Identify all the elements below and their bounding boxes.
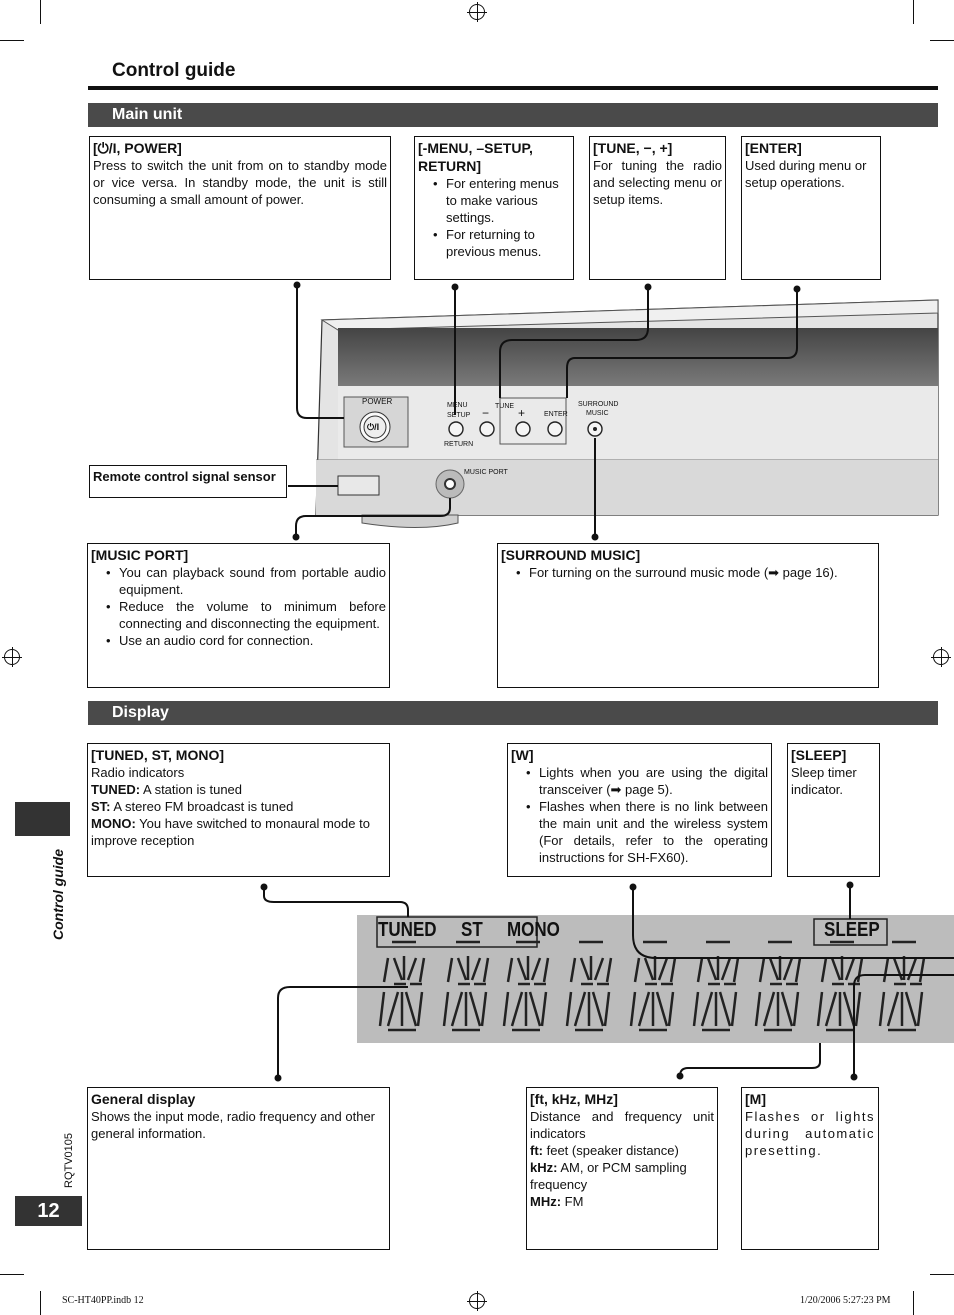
sleep-title: [SLEEP] <box>791 747 847 763</box>
lcd-tuned-indicator: TUNED <box>378 919 437 941</box>
tuned-line: MONO: You have switched to monaural mode… <box>91 816 370 848</box>
music-port-box: [MUSIC PORT] You can playback sound from… <box>87 543 390 688</box>
units-title: [ft, kHz, MHz] <box>530 1091 618 1107</box>
surround-item: For turning on the surround music mode (… <box>516 564 875 581</box>
lcd-digit-segment <box>629 940 677 1032</box>
lcd-digit-segment <box>878 940 926 1032</box>
title-rule <box>88 86 938 90</box>
document-code: RQTV0105 <box>63 1132 75 1188</box>
sensor-title: Remote control signal sensor <box>93 469 276 484</box>
section-heading-main-unit: Main unit <box>88 103 938 127</box>
lcd-digit-segment <box>378 940 426 1032</box>
enter-box: [ENTER] Used during menu or setup operat… <box>741 136 881 280</box>
enter-button[interactable]: ENTER <box>544 411 568 418</box>
registration-mark-icon <box>931 647 951 667</box>
general-display-box: General display Shows the input mode, ra… <box>87 1087 390 1250</box>
power-title: [⏻/I, POWER] <box>93 140 182 156</box>
music-port-item: Use an audio cord for connection. <box>106 632 386 649</box>
menu-item: For entering menus to make various setti… <box>433 175 570 226</box>
music-port-item: You can playback sound from portable aud… <box>106 564 386 598</box>
lcd-st-indicator: ST <box>461 919 483 941</box>
registration-mark-icon <box>2 647 22 667</box>
power-button[interactable]: ⏻/I <box>367 422 380 432</box>
menu-item: For returning to previous menus. <box>433 226 570 260</box>
tuned-line: Radio indicators <box>91 765 185 780</box>
tune-label: TUNE <box>495 403 515 410</box>
lcd-digit-segment <box>754 940 802 1032</box>
general-text: Shows the input mode, radio frequency an… <box>91 1109 376 1141</box>
power-box: [⏻/I, POWER] Press to switch the unit fr… <box>89 136 391 280</box>
general-title: General display <box>91 1091 196 1107</box>
side-tab <box>15 802 70 836</box>
sensor-box: Remote control signal sensor <box>89 465 287 498</box>
registration-mark-icon <box>467 1291 487 1311</box>
enter-title: [ENTER] <box>745 140 802 156</box>
units-line: MHz: FM <box>530 1194 584 1209</box>
sleep-box: [SLEEP] Sleep timer indicator. <box>787 743 880 877</box>
m-text: Flashes or lights during automatic prese… <box>745 1109 875 1158</box>
tune-title: [TUNE, −, +] <box>593 140 673 156</box>
lcd-digit-segment <box>502 940 550 1032</box>
return-label: RETURN <box>444 441 474 448</box>
tune-plus-button[interactable]: + <box>518 406 526 420</box>
section-heading-display: Display <box>88 701 938 725</box>
power-text: Press to switch the unit from on to stan… <box>93 158 387 207</box>
tune-minus-button[interactable]: − <box>482 406 490 420</box>
surround-music-label: MUSIC <box>586 410 609 417</box>
enter-text: Used during menu or setup operations. <box>745 158 867 190</box>
m-title: [M] <box>745 1091 766 1107</box>
lcd-display-illustration <box>260 881 954 1082</box>
m-box: [M] Flashes or lights during automatic p… <box>741 1087 879 1250</box>
lcd-digit-segment <box>442 940 490 1032</box>
w-box: [W] Lights when you are using the digita… <box>507 743 772 877</box>
tune-text: For tuning the radio and selecting menu … <box>593 158 722 207</box>
tuned-line: TUNED: A station is tuned <box>91 782 243 797</box>
setup-label: SETUP <box>447 412 471 419</box>
menu-title: [-MENU, –SETUP, RETURN] <box>418 140 533 174</box>
tune-box: [TUNE, −, +] For tuning the radio and se… <box>589 136 726 280</box>
units-line: kHz: AM, or PCM sampling frequency <box>530 1160 687 1192</box>
page-number: 12 <box>15 1196 82 1226</box>
surround-label: SURROUND <box>578 401 619 408</box>
tuned-title: [TUNED, ST, MONO] <box>91 747 224 763</box>
menu-label: MENU <box>447 402 468 409</box>
surround-title: [SURROUND MUSIC] <box>501 547 641 563</box>
menu-box: [-MENU, –SETUP, RETURN] For entering men… <box>414 136 574 280</box>
sleep-text: Sleep timer indicator. <box>791 765 857 797</box>
power-button-label: POWER <box>362 397 393 406</box>
units-line: ft: feet (speaker distance) <box>530 1143 679 1158</box>
side-label: Control guide <box>50 849 66 940</box>
music-port-label: MUSIC PORT <box>464 469 508 476</box>
footer-file: SC-HT40PP.indb 12 <box>62 1295 144 1306</box>
music-port-title: [MUSIC PORT] <box>91 547 189 563</box>
lcd-digit-segment <box>692 940 740 1032</box>
tuned-line: ST: A stereo FM broadcast is tuned <box>91 799 294 814</box>
w-title: [W] <box>511 747 534 763</box>
music-port-item: Reduce the volume to minimum before conn… <box>106 598 386 632</box>
registration-mark-icon <box>467 2 487 22</box>
footer-timestamp: 1/20/2006 5:27:23 PM <box>800 1295 891 1306</box>
units-line: Distance and frequency unit indicators <box>530 1109 714 1141</box>
lcd-mono-indicator: MONO <box>507 919 560 941</box>
w-item: Flashes when there is no link between th… <box>526 798 768 866</box>
lcd-sleep-indicator: SLEEP <box>824 919 880 941</box>
tuned-box: [TUNED, ST, MONO] Radio indicators TUNED… <box>87 743 390 877</box>
page-title: Control guide <box>112 60 236 81</box>
units-box: [ft, kHz, MHz] Distance and frequency un… <box>526 1087 718 1250</box>
w-item: Lights when you are using the digital tr… <box>526 764 768 798</box>
main-unit-illustration <box>288 281 939 541</box>
lcd-digit-segment <box>565 940 613 1032</box>
surround-box: [SURROUND MUSIC] For turning on the surr… <box>497 543 879 688</box>
